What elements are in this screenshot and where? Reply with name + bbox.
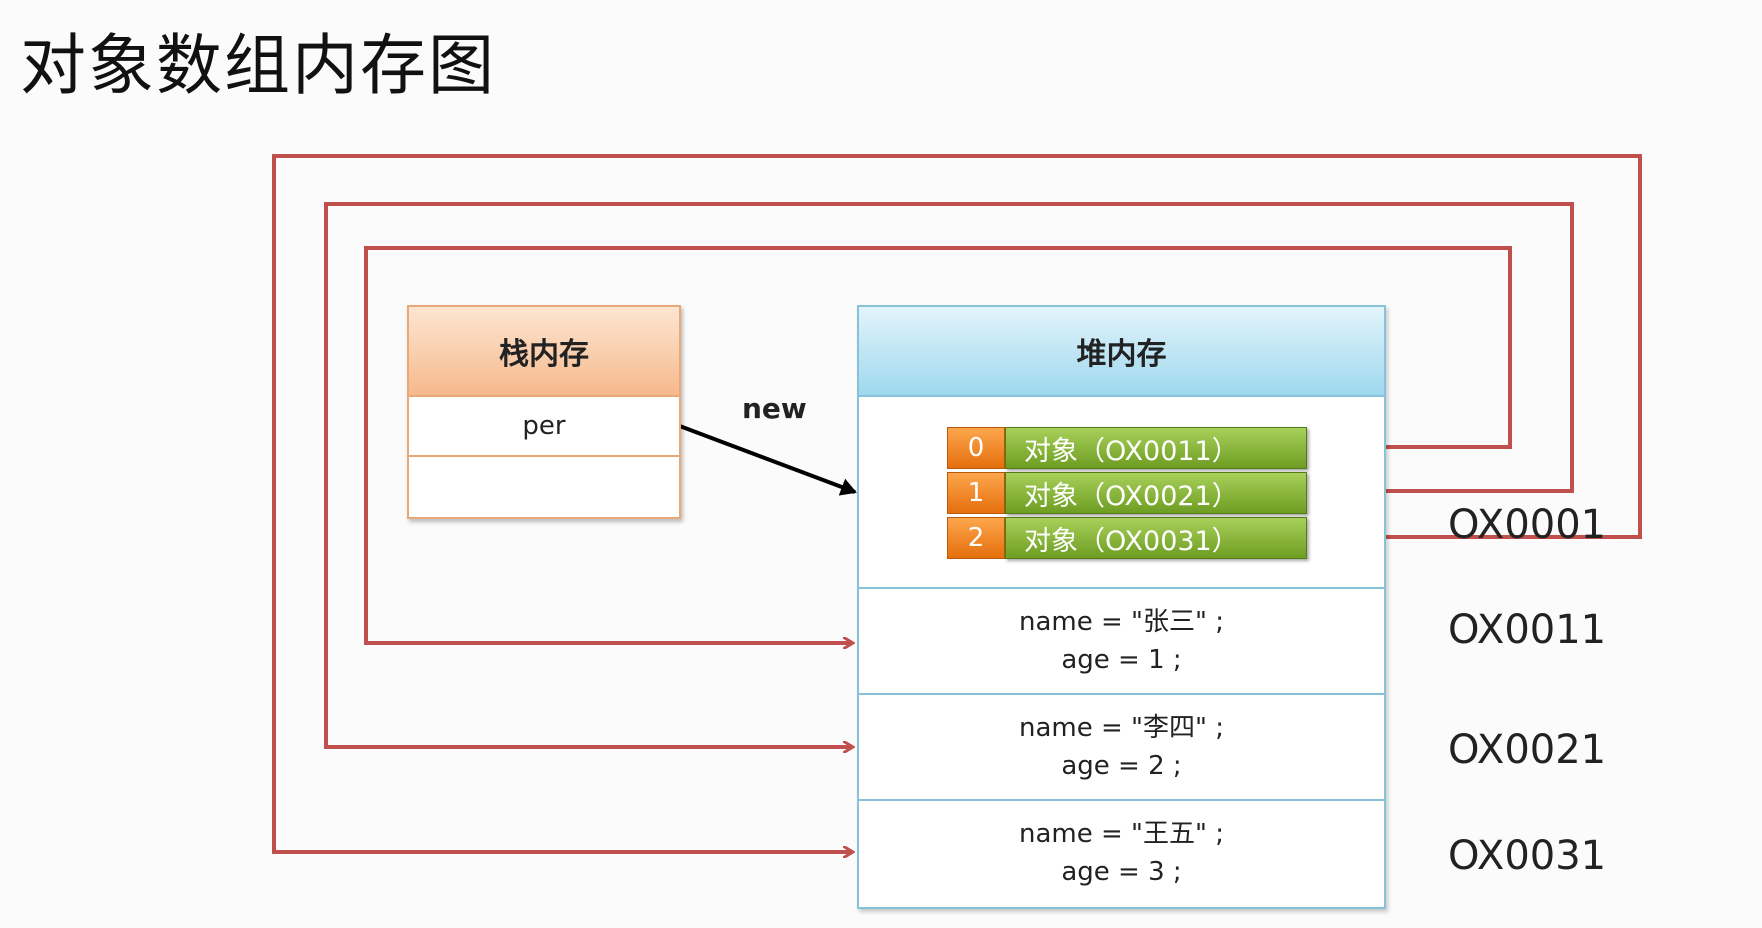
object-name-line: name = "李四" ;	[1019, 713, 1224, 743]
object-age-line: age = 3 ;	[1061, 857, 1182, 887]
array-index-0: 0	[947, 427, 1005, 469]
array-value-2: 对象（OX0031）	[1005, 517, 1307, 559]
array-element-1: 1 对象（OX0021）	[947, 472, 1307, 514]
pointer-line-2	[272, 154, 1642, 852]
array-element-0: 0 对象（OX0011）	[947, 427, 1307, 469]
object-address-label-2: OX0031	[1448, 833, 1607, 879]
object-address-label-1: OX0021	[1448, 727, 1607, 773]
heap-object-1: name = "李四" ; age = 2 ;	[859, 695, 1384, 801]
object-name-line: name = "王五" ;	[1019, 819, 1224, 849]
array-index-1: 1	[947, 472, 1005, 514]
heap-memory-box: 堆内存 0 对象（OX0011） 1 对象（OX0021） 2 对象（OX003…	[857, 305, 1386, 909]
heap-title: 堆内存	[859, 307, 1384, 397]
stack-memory-box: 栈内存 per	[407, 305, 681, 519]
array-element-2: 2 对象（OX0031）	[947, 517, 1307, 559]
heap-object-0: name = "张三" ; age = 1 ;	[859, 589, 1384, 695]
array-index-2: 2	[947, 517, 1005, 559]
pointer-line-0	[364, 246, 1512, 643]
object-name-line: name = "张三" ;	[1019, 607, 1224, 637]
array-value-0: 对象（OX0011）	[1005, 427, 1307, 469]
array-value-1: 对象（OX0021）	[1005, 472, 1307, 514]
new-label: new	[742, 392, 807, 425]
stack-title: 栈内存	[409, 307, 679, 397]
object-array: 0 对象（OX0011） 1 对象（OX0021） 2 对象（OX0031）	[859, 397, 1384, 589]
pointer-line-1	[324, 202, 1574, 747]
new-arrow	[676, 423, 857, 496]
heap-object-2: name = "王五" ; age = 3 ;	[859, 801, 1384, 905]
object-age-line: age = 1 ;	[1061, 645, 1182, 675]
stack-empty-cell	[409, 457, 679, 515]
object-age-line: age = 2 ;	[1061, 751, 1182, 781]
object-address-label-0: OX0011	[1448, 607, 1607, 653]
page-title: 对象数组内存图	[20, 27, 496, 104]
array-address-label: OX0001	[1448, 502, 1607, 548]
stack-variable-per: per	[409, 397, 679, 457]
